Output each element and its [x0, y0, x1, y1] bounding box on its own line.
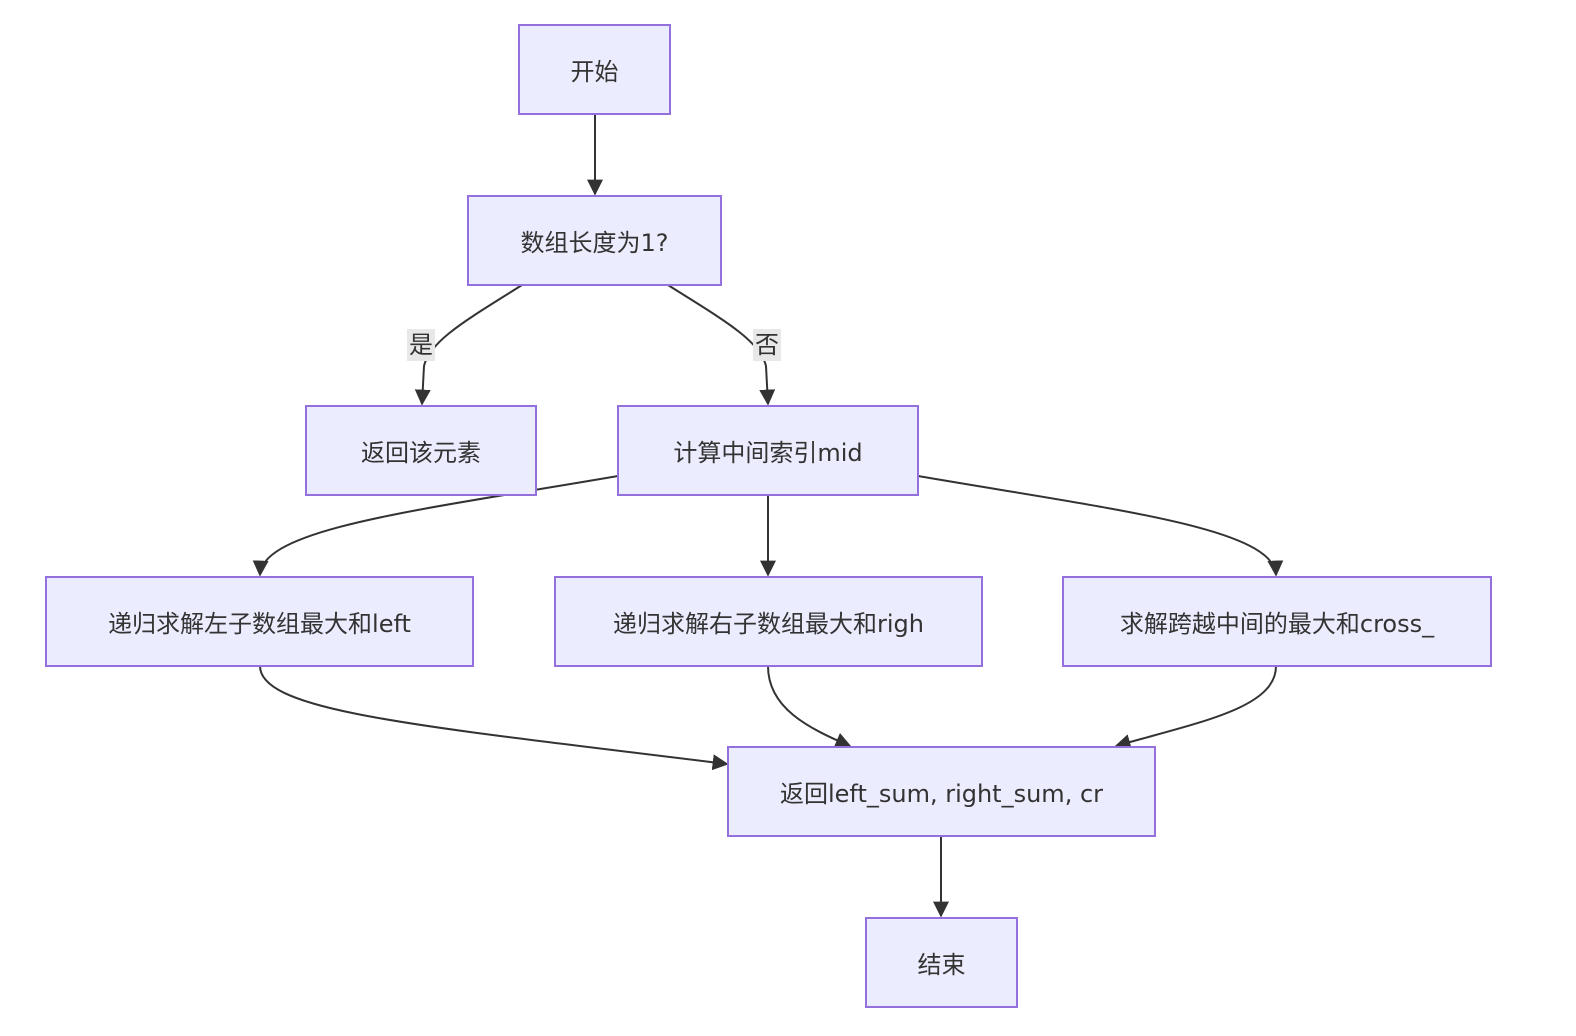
- node-return-element-label: 返回该元素: [361, 439, 481, 467]
- node-cross-sum-label: 求解跨越中间的最大和cross_: [1119, 610, 1435, 638]
- node-return-sums-label: 返回left_sum, right_sum, cr: [779, 780, 1104, 808]
- node-end-label: 结束: [917, 951, 966, 979]
- node-check-length-label: 数组长度为1?: [520, 229, 669, 257]
- node-right-recursion-label: 递归求解右子数组最大和righ: [613, 610, 924, 638]
- edge-cross-to-return: [1114, 665, 1277, 750]
- node-start: 开始: [518, 24, 671, 115]
- node-start-label: 开始: [570, 58, 619, 86]
- edge-label-yes: 是: [407, 329, 435, 361]
- edge-mid-to-left: [252, 475, 619, 577]
- node-end: 结束: [865, 917, 1018, 1008]
- node-left-recursion-label: 递归求解左子数组最大和left: [108, 610, 411, 638]
- node-check-length: 数组长度为1?: [467, 195, 722, 286]
- edge-check-to-compute-mid: [667, 284, 776, 406]
- edge-label-no: 否: [753, 329, 781, 361]
- node-return-sums: 返回left_sum, right_sum, cr: [727, 746, 1156, 837]
- edge-check-to-return-elem: [414, 284, 523, 406]
- edge-mid-to-cross: [917, 475, 1284, 577]
- node-return-element: 返回该元素: [305, 405, 537, 496]
- node-compute-mid: 计算中间索引mid: [617, 405, 919, 496]
- node-right-recursion: 递归求解右子数组最大和righ: [554, 576, 983, 667]
- node-left-recursion: 递归求解左子数组最大和left: [45, 576, 474, 667]
- edge-left-to-return: [259, 665, 729, 771]
- edge-right-to-return: [767, 665, 852, 748]
- node-compute-mid-label: 计算中间索引mid: [673, 439, 863, 467]
- node-cross-sum: 求解跨越中间的最大和cross_: [1062, 576, 1492, 667]
